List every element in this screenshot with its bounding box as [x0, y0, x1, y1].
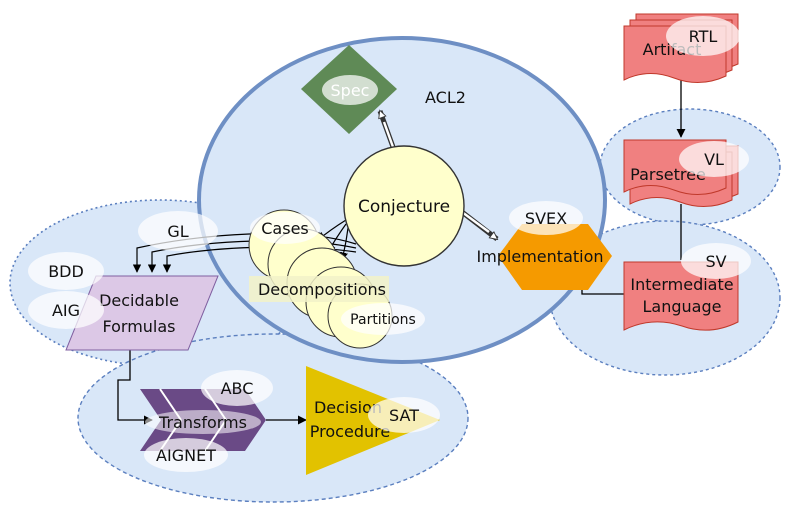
bdd-tag: [28, 252, 104, 290]
conjecture-circle: [343, 145, 465, 267]
aig-tag: [28, 291, 104, 329]
spec-label: Spec: [331, 81, 370, 100]
partitions-label: Partitions: [350, 312, 416, 328]
intermediate-label: Intermediate: [630, 275, 733, 294]
sat-tag: [368, 397, 440, 433]
rtl-label: RTL: [689, 27, 718, 46]
spec-tag: [322, 75, 378, 105]
bdd-label: BDD: [48, 262, 84, 281]
svex-tag: [509, 201, 583, 235]
cases-label: Cases: [261, 219, 309, 238]
implementation-hexagon: [498, 224, 612, 290]
aignet-tag: [144, 438, 228, 472]
intermediate-language-document: [623, 261, 739, 331]
decompositions-label: Decompositions: [258, 280, 386, 299]
conjecture-label: Conjecture: [358, 197, 450, 217]
formulas-to-transforms-arrow: [117, 350, 153, 425]
vl-label: VL: [704, 150, 724, 169]
gl-label: GL: [167, 222, 188, 241]
decidable-label: Decidable: [99, 291, 179, 310]
abc-label: ABC: [221, 379, 254, 398]
sat-label: SAT: [389, 406, 419, 425]
implementation-label: Implementation: [476, 247, 603, 266]
aig-label: AIG: [52, 301, 80, 320]
abc-tag: [201, 370, 273, 406]
gl-tag: [138, 211, 218, 251]
cases-tag: [250, 212, 320, 244]
formulas-label: Formulas: [102, 317, 175, 336]
aignet-label: AIGNET: [156, 446, 216, 465]
decision-label: Decision: [314, 398, 382, 417]
transforms-label: Transforms: [158, 413, 247, 432]
rtl-tag: [666, 16, 740, 56]
svex-label: SVEX: [525, 209, 567, 228]
language-label: Language: [643, 297, 722, 316]
acl2-label: ACL2: [425, 88, 466, 107]
transforms-backdrop: [145, 410, 261, 434]
vl-tag: [679, 141, 749, 177]
sv-tag: [681, 243, 751, 279]
decompositions-highlight: [249, 276, 389, 302]
partitions-tag: [341, 303, 425, 335]
implementation-arrow-inner: [461, 211, 490, 233]
sv-label: SV: [705, 252, 726, 271]
procedure-label: Procedure: [310, 422, 390, 441]
